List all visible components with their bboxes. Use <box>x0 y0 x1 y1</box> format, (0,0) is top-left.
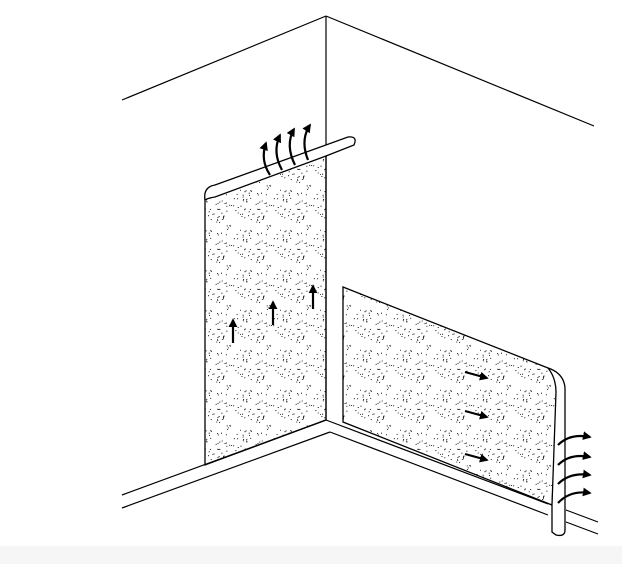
left-panel-top-curl <box>204 136 356 201</box>
floor-right-edge-tail <box>565 509 599 523</box>
floor-left-edge-2 <box>121 431 331 509</box>
floor-right-edge <box>325 419 549 505</box>
curved-exhaust-arrow-icon <box>286 127 296 166</box>
right-panel-side-curl <box>547 367 566 537</box>
left-wall-panel <box>204 136 356 466</box>
curved-exhaust-arrow-icon <box>557 469 592 485</box>
airflow-right-arrow-icon <box>464 452 489 463</box>
airflow-right-arrow-icon <box>464 409 489 420</box>
curved-exhaust-arrow-icon <box>557 451 592 466</box>
curved-exhaust-arrow-icon <box>557 487 592 504</box>
curved-exhaust-arrow-icon <box>557 431 592 446</box>
ceiling-left-edge <box>121 15 327 101</box>
ceiling-right-edge <box>325 15 595 127</box>
curved-exhaust-arrow-icon <box>259 141 271 176</box>
curved-exhaust-arrow-icon <box>302 123 311 161</box>
right-wall-panel <box>342 286 566 537</box>
floor-right-edge-2 <box>329 431 549 516</box>
floor-right-edge-tail-2 <box>565 521 599 535</box>
curved-exhaust-arrow-icon <box>273 133 283 171</box>
bottom-strip <box>0 546 622 564</box>
airflow-right-arrow-icon <box>464 370 489 381</box>
